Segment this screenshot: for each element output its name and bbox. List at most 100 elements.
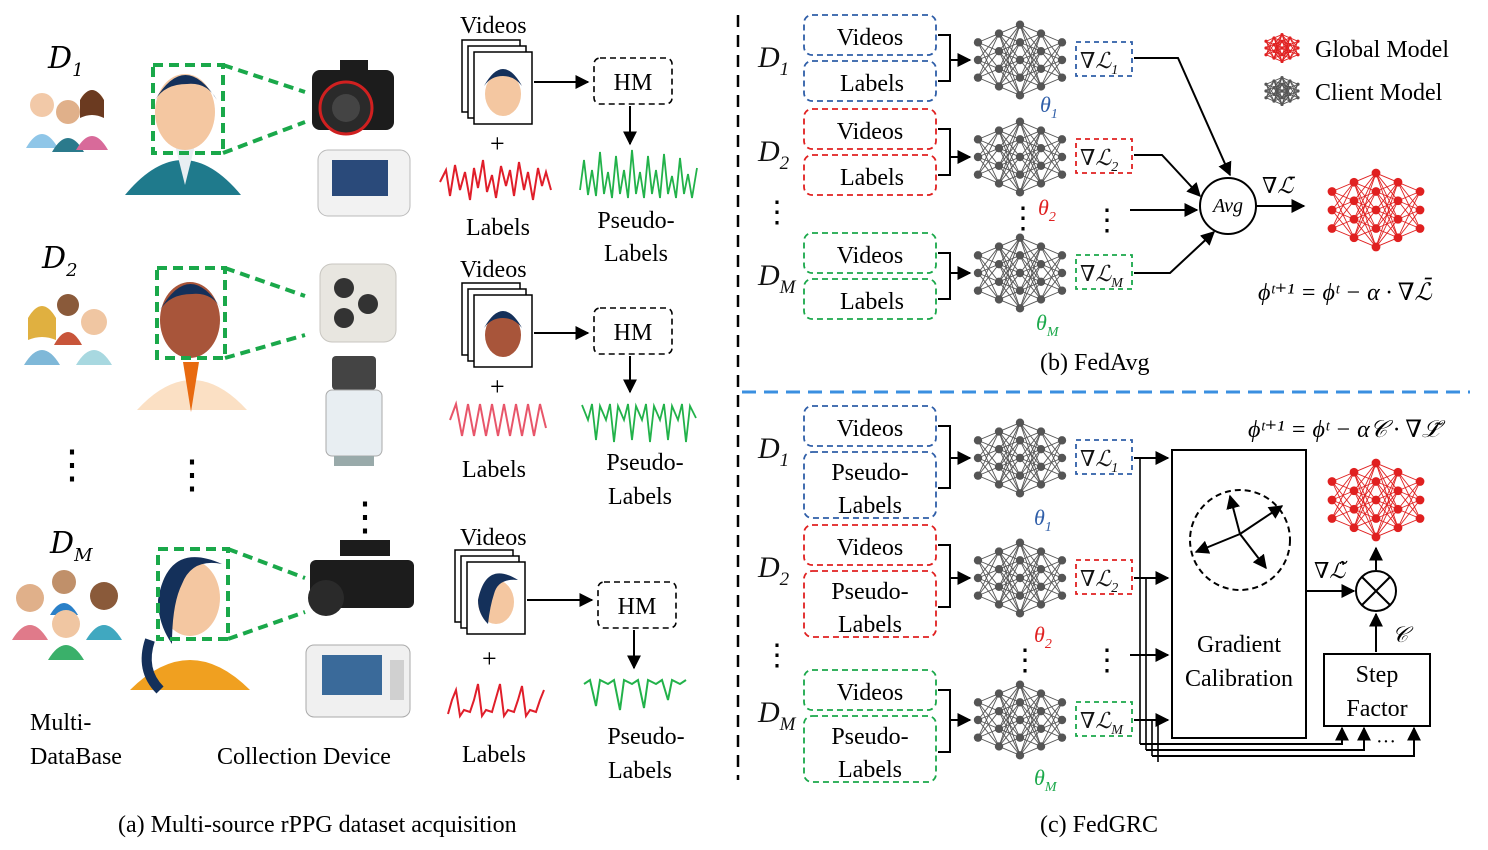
plus-sign-2: + [490,372,505,401]
global-model-icon-b [1327,168,1425,252]
people-group-icon-m [12,570,122,660]
client-model-icon-2 [973,117,1067,197]
pseudo-labels-text-1b: Labels [604,241,668,267]
legend-client-icon [1264,75,1300,107]
fedgrc-grad-2: ∇ℒ2 [1080,566,1118,596]
people-group-icon-1 [26,90,108,152]
fedavg-update-formula: ϕᵗ⁺¹ = ϕᵗ − α · ∇ℒ̄ [1258,278,1433,306]
fedgrc-bus-3 [1152,726,1421,757]
fedgrc-client-model-1 [973,418,1067,498]
device-vertical-dots: ⋮ [345,494,385,539]
fedgrc-c-symbol: 𝒞 [1392,622,1414,647]
fedgrc-pseudo-text-b-1: Labels [838,493,902,519]
db-label-2: D2 [41,241,78,281]
fedgrc-client-model-3 [973,680,1067,760]
labels-label-m: Labels [462,742,526,768]
fedgrc-grad-box-1 [1075,439,1133,475]
fedavg-videos-box-3 [803,232,937,274]
legend-client-text: Client Model [1315,80,1443,106]
fedgrc-grad-dots: ⋮ [1092,644,1122,677]
fedavg-labels-box-2 [803,154,937,196]
fedavg-arrow-1 [1134,57,1232,177]
pulse-oximeter-icon [317,149,411,217]
hm-label-m: HM [618,594,657,620]
legend-global-icon [1264,32,1300,64]
fedavg-videos-box-1 [803,14,937,56]
fedavg-videos-text-1: Videos [837,25,904,51]
fedgrc-grad-3: ∇ℒM [1080,708,1124,738]
fedgrc-videos-text-3: Videos [837,680,904,706]
face-icon-m [130,557,250,694]
label-signal-1 [439,159,552,201]
fedavg-videos-text-2: Videos [837,119,904,145]
client-model-icon-3 [973,233,1067,313]
panel-b: D1VideosLabelsθ1∇ℒ1D2VideosLabelsθ2∇ℒ2DM… [757,14,1449,376]
pseudo-labels-text-mb: Labels [608,758,672,784]
fedgrc-grad-1: ∇ℒ1 [1080,446,1118,476]
fedavg-labels-text-3: Labels [840,289,904,315]
fedavg-labels-text-2: Labels [840,165,904,191]
fedavg-videos-text-3: Videos [837,243,904,269]
fedavg-arrow-2 [1134,154,1201,198]
caption-a: (a) Multi-source rPPG dataset acquisitio… [118,812,517,838]
face-vertical-dots: ⋮ [172,452,212,497]
video-stack-icon-m [454,549,526,635]
hm-label-2: HM [614,320,653,346]
fedgrc-pseudo-text-a-2: Pseudo- [831,579,908,605]
fedavg-dataset-label-2: D2 [757,135,790,174]
step-factor-box [1323,653,1431,727]
fedgrc-grad-box-3 [1075,701,1133,737]
pseudo-labels-text-2b: Labels [608,484,672,510]
fedgrc-calibrated-grad: ∇ℒ̃ [1314,558,1348,583]
db-label-1: D1 [47,41,84,81]
pseudo-label-signal-2 [581,402,697,443]
labels-label-2: Labels [462,457,526,483]
fedgrc-videos-text-1: Videos [837,416,904,442]
avg-label: Avg [1211,195,1243,217]
global-model-icon-c [1327,458,1425,542]
fedavg-grad-3: ∇ℒM [1080,261,1124,291]
smartphone-camera-icon [319,263,397,343]
fedavg-dataset-label-3: DM [757,259,797,298]
fedgrc-theta-3: θM [1034,765,1058,795]
pseudo-label-signal-1 [579,149,698,199]
pseudo-labels-text-1a: Pseudo- [597,208,674,234]
client-model-icon-1 [973,20,1067,100]
fedavg-net-dots: ⋮ [1008,202,1038,235]
panel-a: D1 D2 DM ⋮ ⋮ ⋮ [12,13,698,838]
fedgrc-pseudo-text-a-1: Pseudo- [831,460,908,486]
fedavg-theta-1: θ1 [1040,92,1058,122]
fedgrc-pseudo-box-1 [803,451,937,519]
fedavg-grad-box-2 [1075,138,1133,174]
fedavg-labels-text-1: Labels [840,71,904,97]
fedgrc-pseudo-box-3 [803,715,937,783]
labels-label-1: Labels [466,215,530,241]
fedavg-labels-box-3 [803,278,937,320]
calibration-circle-icon [1189,489,1291,591]
fedgrc-bus-ellipsis: ··· [1376,731,1396,753]
fedgrc-dataset-label-3: DM [757,696,797,735]
fedavg-grad-2: ∇ℒ2 [1080,145,1118,175]
fedgrc-grad-box-2 [1075,559,1133,595]
fedavg-grad-1: ∇ℒ1 [1080,48,1118,78]
label-signal-2 [449,400,547,437]
pseudo-labels-text-2a: Pseudo- [606,450,683,476]
fedavg-avg-grad: ∇ℒ̄ [1262,173,1295,198]
caption-b: (b) FedAvg [1040,350,1150,376]
camera-icon [312,60,394,136]
legend-global-text: Global Model [1315,37,1449,63]
gradient-calibration-box [1171,449,1307,739]
db-vertical-dots: ⋮ [52,442,92,487]
multi-database-text-2: DataBase [30,744,122,770]
fedavg-grad-box-3 [1075,254,1133,290]
fedgrc-client-dots: ⋮ [762,639,792,672]
fedavg-grad-dots: ⋮ [1092,204,1122,237]
fedgrc-pseudo-box-2 [803,570,937,638]
videos-label-1: Videos [460,13,527,39]
collection-device-text: Collection Device [217,744,391,770]
fedgrc-videos-box-2 [803,524,937,566]
fedgrc-dataset-label-1: D1 [757,432,789,471]
fedgrc-dataset-label-2: D2 [757,551,790,590]
